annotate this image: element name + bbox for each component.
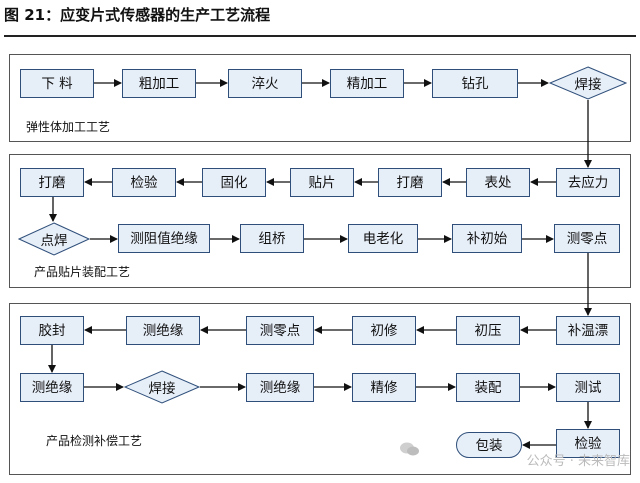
watermark-text: 公众号 · 未来智库	[526, 454, 630, 469]
step-temperature-drift-compensation: 补温漂	[556, 316, 620, 345]
step-quenching: 淬火	[228, 69, 302, 98]
step-surface-treatment: 表处	[466, 168, 530, 197]
panel-elastomer-processing	[9, 54, 631, 142]
step-welding-decision: 焊接	[549, 66, 627, 100]
step-measure-zero-1: 测零点	[554, 224, 620, 253]
step-drilling: 钻孔	[432, 69, 518, 98]
step-initial-trimming: 初修	[352, 316, 416, 345]
step-spot-welding-label: 点焊	[40, 233, 68, 249]
step-rough-machining: 粗加工	[122, 69, 196, 98]
figure-title: 图 21：应变片式传感器的生产工艺流程	[4, 6, 271, 24]
step-welding-2-label: 焊接	[148, 381, 176, 397]
step-grinding-2: 打磨	[20, 168, 84, 197]
step-spot-welding-decision: 点焊	[18, 222, 90, 256]
wechat-icon	[400, 442, 419, 456]
step-welding-label: 焊接	[574, 77, 602, 93]
step-curing: 固化	[202, 168, 266, 197]
step-inspection-1: 检验	[112, 168, 176, 197]
step-testing: 测试	[556, 373, 620, 402]
step-measure-insulation-1: 测绝缘	[126, 316, 200, 345]
step-initial-compensation: 补初始	[452, 224, 522, 253]
step-patching: 贴片	[290, 168, 354, 197]
step-measure-zero-2: 测零点	[246, 316, 314, 345]
step-bridge-assembly: 组桥	[240, 224, 304, 253]
step-packaging: 包装	[456, 432, 522, 458]
step-blanking: 下 料	[20, 69, 94, 98]
step-measure-insulation-3: 测绝缘	[246, 373, 314, 402]
section-label-patch-assembly: 产品贴片装配工艺	[34, 265, 131, 279]
step-welding-2-decision: 焊接	[124, 370, 200, 404]
step-electrical-aging: 电老化	[348, 224, 418, 253]
step-glue-sealing: 胶封	[20, 316, 84, 345]
step-stress-relief: 去应力	[556, 168, 620, 197]
step-assembly: 装配	[456, 373, 520, 402]
section-label-inspection: 产品检测补偿工艺	[46, 434, 143, 448]
title-divider	[4, 35, 636, 37]
step-measure-resistance-insulation: 测阻值绝缘	[118, 224, 210, 253]
section-label-elastomer: 弹性体加工工艺	[26, 120, 111, 134]
step-initial-pressing: 初压	[456, 316, 520, 345]
step-measure-insulation-2: 测绝缘	[20, 373, 84, 402]
step-grinding-1: 打磨	[378, 168, 442, 197]
step-fine-trimming: 精修	[352, 373, 416, 402]
step-finish-machining: 精加工	[330, 69, 404, 98]
step-final-inspection: 检验	[556, 429, 620, 458]
